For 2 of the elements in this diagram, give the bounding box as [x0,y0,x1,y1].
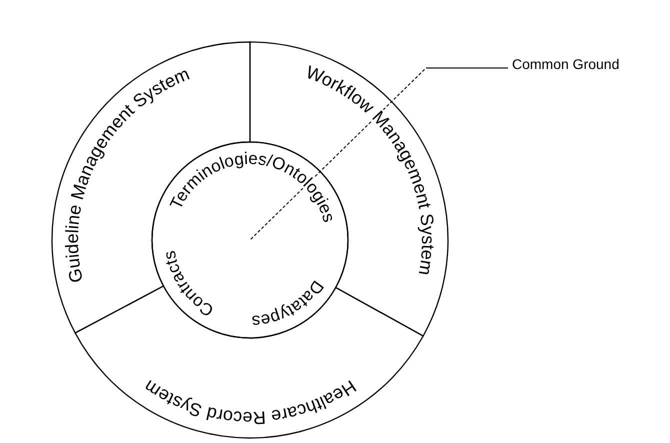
leader-line [250,68,508,240]
callout-label: Common Ground [512,56,620,72]
